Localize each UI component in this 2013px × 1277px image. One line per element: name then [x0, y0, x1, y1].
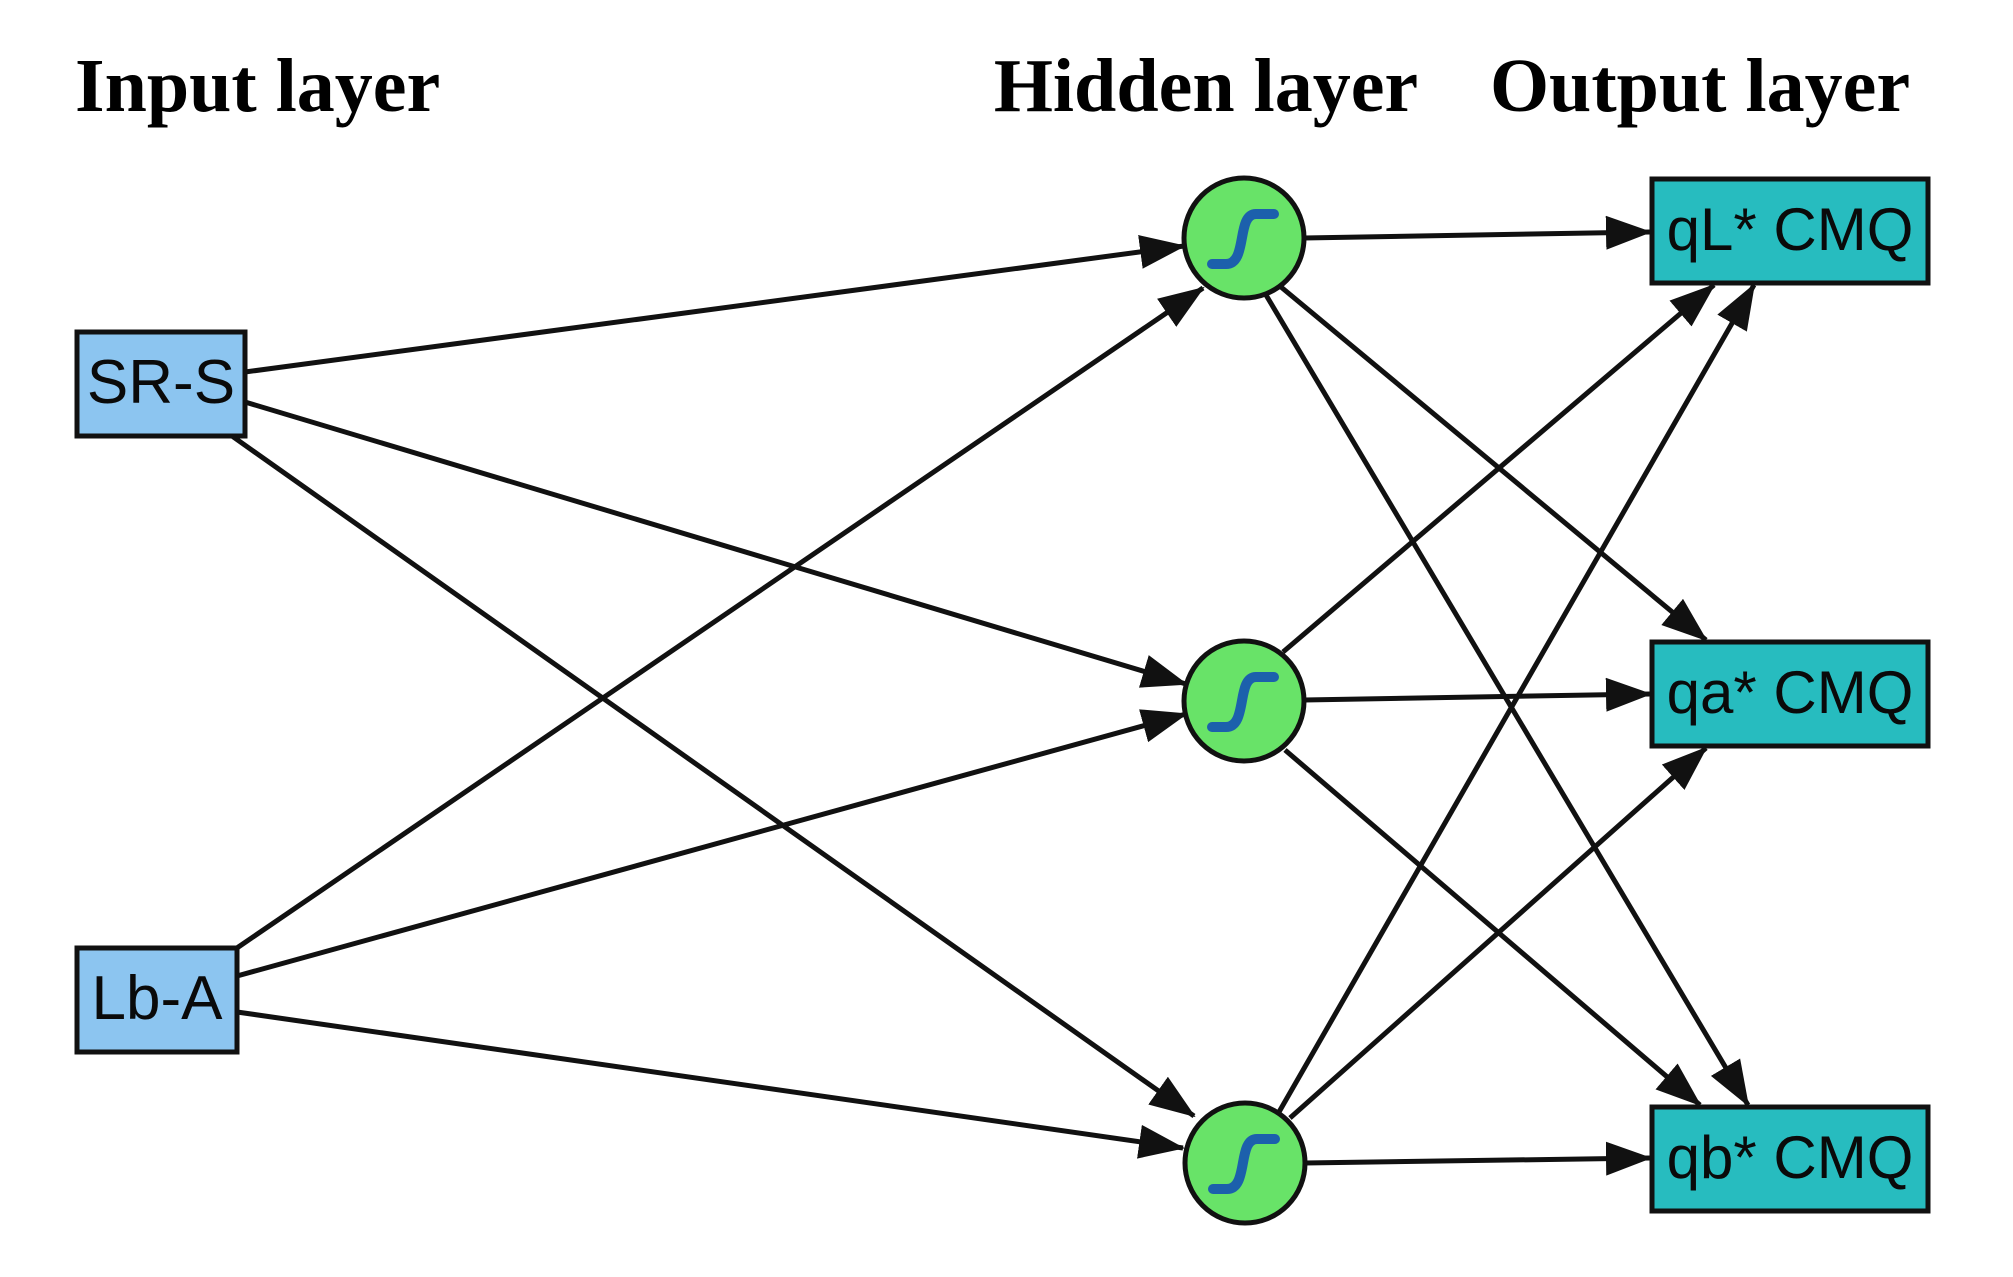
sigmoid-curve-icon	[1208, 1134, 1280, 1194]
output-node-box-qb	[1649, 1104, 1931, 1214]
output-layer-title: Output layer	[1489, 44, 1911, 128]
input-node-box-sr-s	[74, 329, 248, 439]
sigmoid-curve-icon	[1207, 209, 1279, 269]
edge-h1-qb	[1263, 293, 1751, 1107]
input-node-label-lba: Lb-A	[91, 963, 223, 1033]
output-node-box-ql	[1649, 176, 1931, 286]
edge-Lb-A-h1	[232, 285, 1205, 953]
output-node-box-qa	[1649, 639, 1931, 749]
input-node-box-lb-a	[74, 945, 240, 1055]
sigmoid-curve-icon	[1207, 672, 1279, 732]
input-node-label-srs: SR-S	[86, 347, 236, 417]
edge-h3-qb	[1304, 1141, 1652, 1176]
input-layer-title: Input layer	[75, 44, 441, 128]
edge-SR-S-h1	[244, 235, 1186, 375]
edge-Lb-A-h3	[236, 1009, 1185, 1159]
edge-h1-qL	[1303, 215, 1652, 250]
edges-group	[230, 215, 1757, 1176]
output-node-label-ql-cmq: qL* CMQ	[1666, 195, 1914, 263]
hidden-layer-title: Hidden layer	[993, 44, 1419, 128]
edge-h3-qa	[1288, 746, 1708, 1120]
nodes-group	[74, 175, 1931, 1226]
edge-h2-qL	[1281, 283, 1716, 654]
edge-h2-qb	[1283, 748, 1702, 1107]
edge-SR-S-h2	[244, 399, 1188, 688]
output-node-label-qa-cmq: qa* CMQ	[1666, 658, 1914, 726]
edge-SR-S-h3	[230, 433, 1196, 1119]
edge-h2-qa	[1303, 677, 1652, 712]
output-node-label-qb-cmq: qb* CMQ	[1666, 1123, 1914, 1191]
edge-h3-qL	[1276, 283, 1757, 1114]
edge-Lb-A-h2	[236, 709, 1188, 979]
edge-h1-qa	[1279, 285, 1708, 642]
